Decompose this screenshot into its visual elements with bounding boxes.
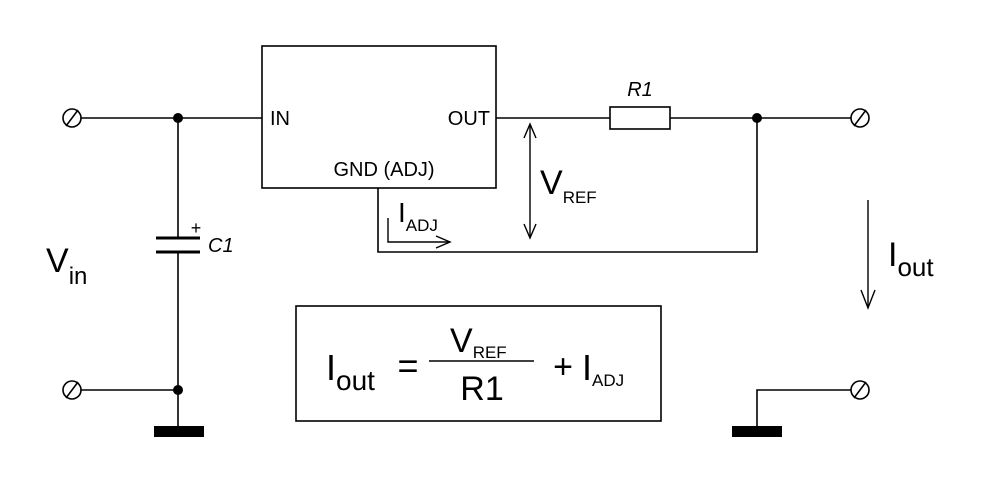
formula: Iout = VREF R1 + IADJ [326, 322, 624, 408]
formula-numerator: VREF [450, 322, 507, 362]
iadj-label: IADJ [398, 197, 438, 235]
wire-output-ground [756, 389, 851, 430]
iout-label: Iout [888, 236, 934, 282]
formula-rhs: IADJ [582, 347, 624, 390]
regulator-box [261, 45, 497, 189]
regulator-in-label: IN [270, 108, 290, 130]
output-terminal-top [850, 108, 870, 128]
capacitor-c1 [156, 236, 200, 254]
formula-lhs: Iout [326, 347, 375, 396]
input-terminal-bottom [62, 380, 82, 400]
formula-box [295, 305, 662, 422]
formula-equals: = [397, 345, 418, 386]
formula-denominator: R1 [460, 370, 503, 408]
ground-symbol-left [154, 426, 204, 437]
junction-dot [173, 385, 183, 395]
vin-label: Vin [46, 242, 87, 290]
iadj-arrow [387, 218, 452, 249]
vref-label: VREF [540, 164, 597, 207]
wire-adj-feedback [377, 118, 758, 253]
junction-dot [173, 113, 183, 123]
formula-plus: + [553, 348, 573, 386]
vref-arrow [523, 122, 537, 240]
resistor-r1-label: R1 [627, 79, 653, 101]
ground-symbol-right [732, 426, 782, 437]
regulator-gnd-label: GND (ADJ) [333, 159, 434, 181]
junction-dot [752, 113, 762, 123]
input-terminal-top [62, 108, 82, 128]
capacitor-polarity-label: + [191, 218, 202, 238]
regulator-out-label: OUT [448, 108, 490, 130]
resistor-r1 [609, 106, 671, 130]
capacitor-c1-label: C1 [208, 235, 234, 257]
iout-arrow [860, 200, 876, 310]
output-terminal-bottom [850, 380, 870, 400]
